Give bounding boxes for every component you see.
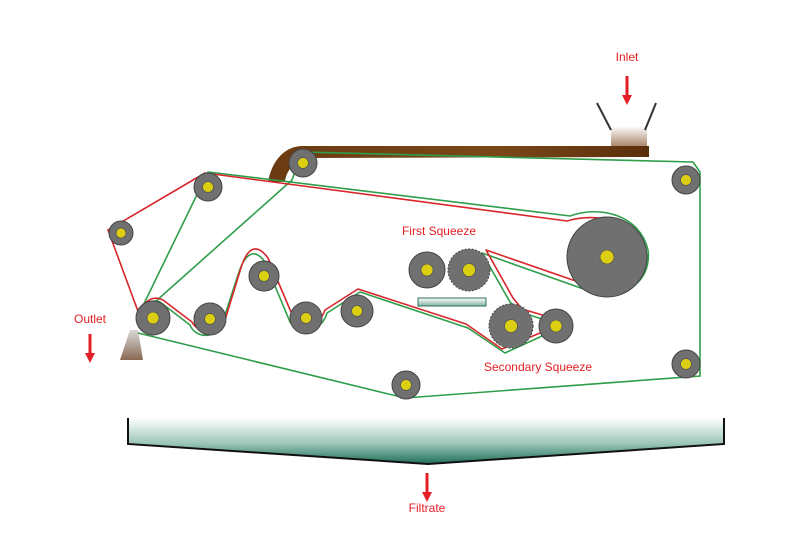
roller — [391, 370, 421, 400]
roller — [288, 148, 318, 178]
roller — [193, 302, 227, 336]
roller — [671, 349, 701, 379]
filtrate-tray — [127, 418, 725, 466]
first-squeeze-roller — [447, 248, 491, 292]
first-squeeze-label: First Squeeze — [402, 224, 476, 238]
rollers — [108, 148, 701, 400]
roller — [108, 220, 134, 246]
roller — [193, 172, 223, 202]
roller — [289, 301, 323, 335]
outlet-chute — [120, 330, 143, 360]
filtrate-label: Filtrate — [409, 501, 446, 515]
inlet-label: Inlet — [616, 50, 639, 64]
roller — [248, 260, 280, 292]
roller — [340, 294, 374, 328]
sludge-layer — [268, 146, 649, 182]
secondary-squeeze-roller — [488, 303, 534, 349]
drive-roller — [566, 216, 648, 298]
roller — [538, 308, 574, 344]
roller — [408, 251, 446, 289]
secondary-squeeze-label: Secondary Squeeze — [484, 360, 592, 374]
green-belt-return — [136, 151, 701, 399]
roller — [135, 300, 171, 336]
roller — [671, 165, 701, 195]
squeeze-plate — [417, 297, 487, 307]
outlet-label: Outlet — [74, 312, 107, 326]
